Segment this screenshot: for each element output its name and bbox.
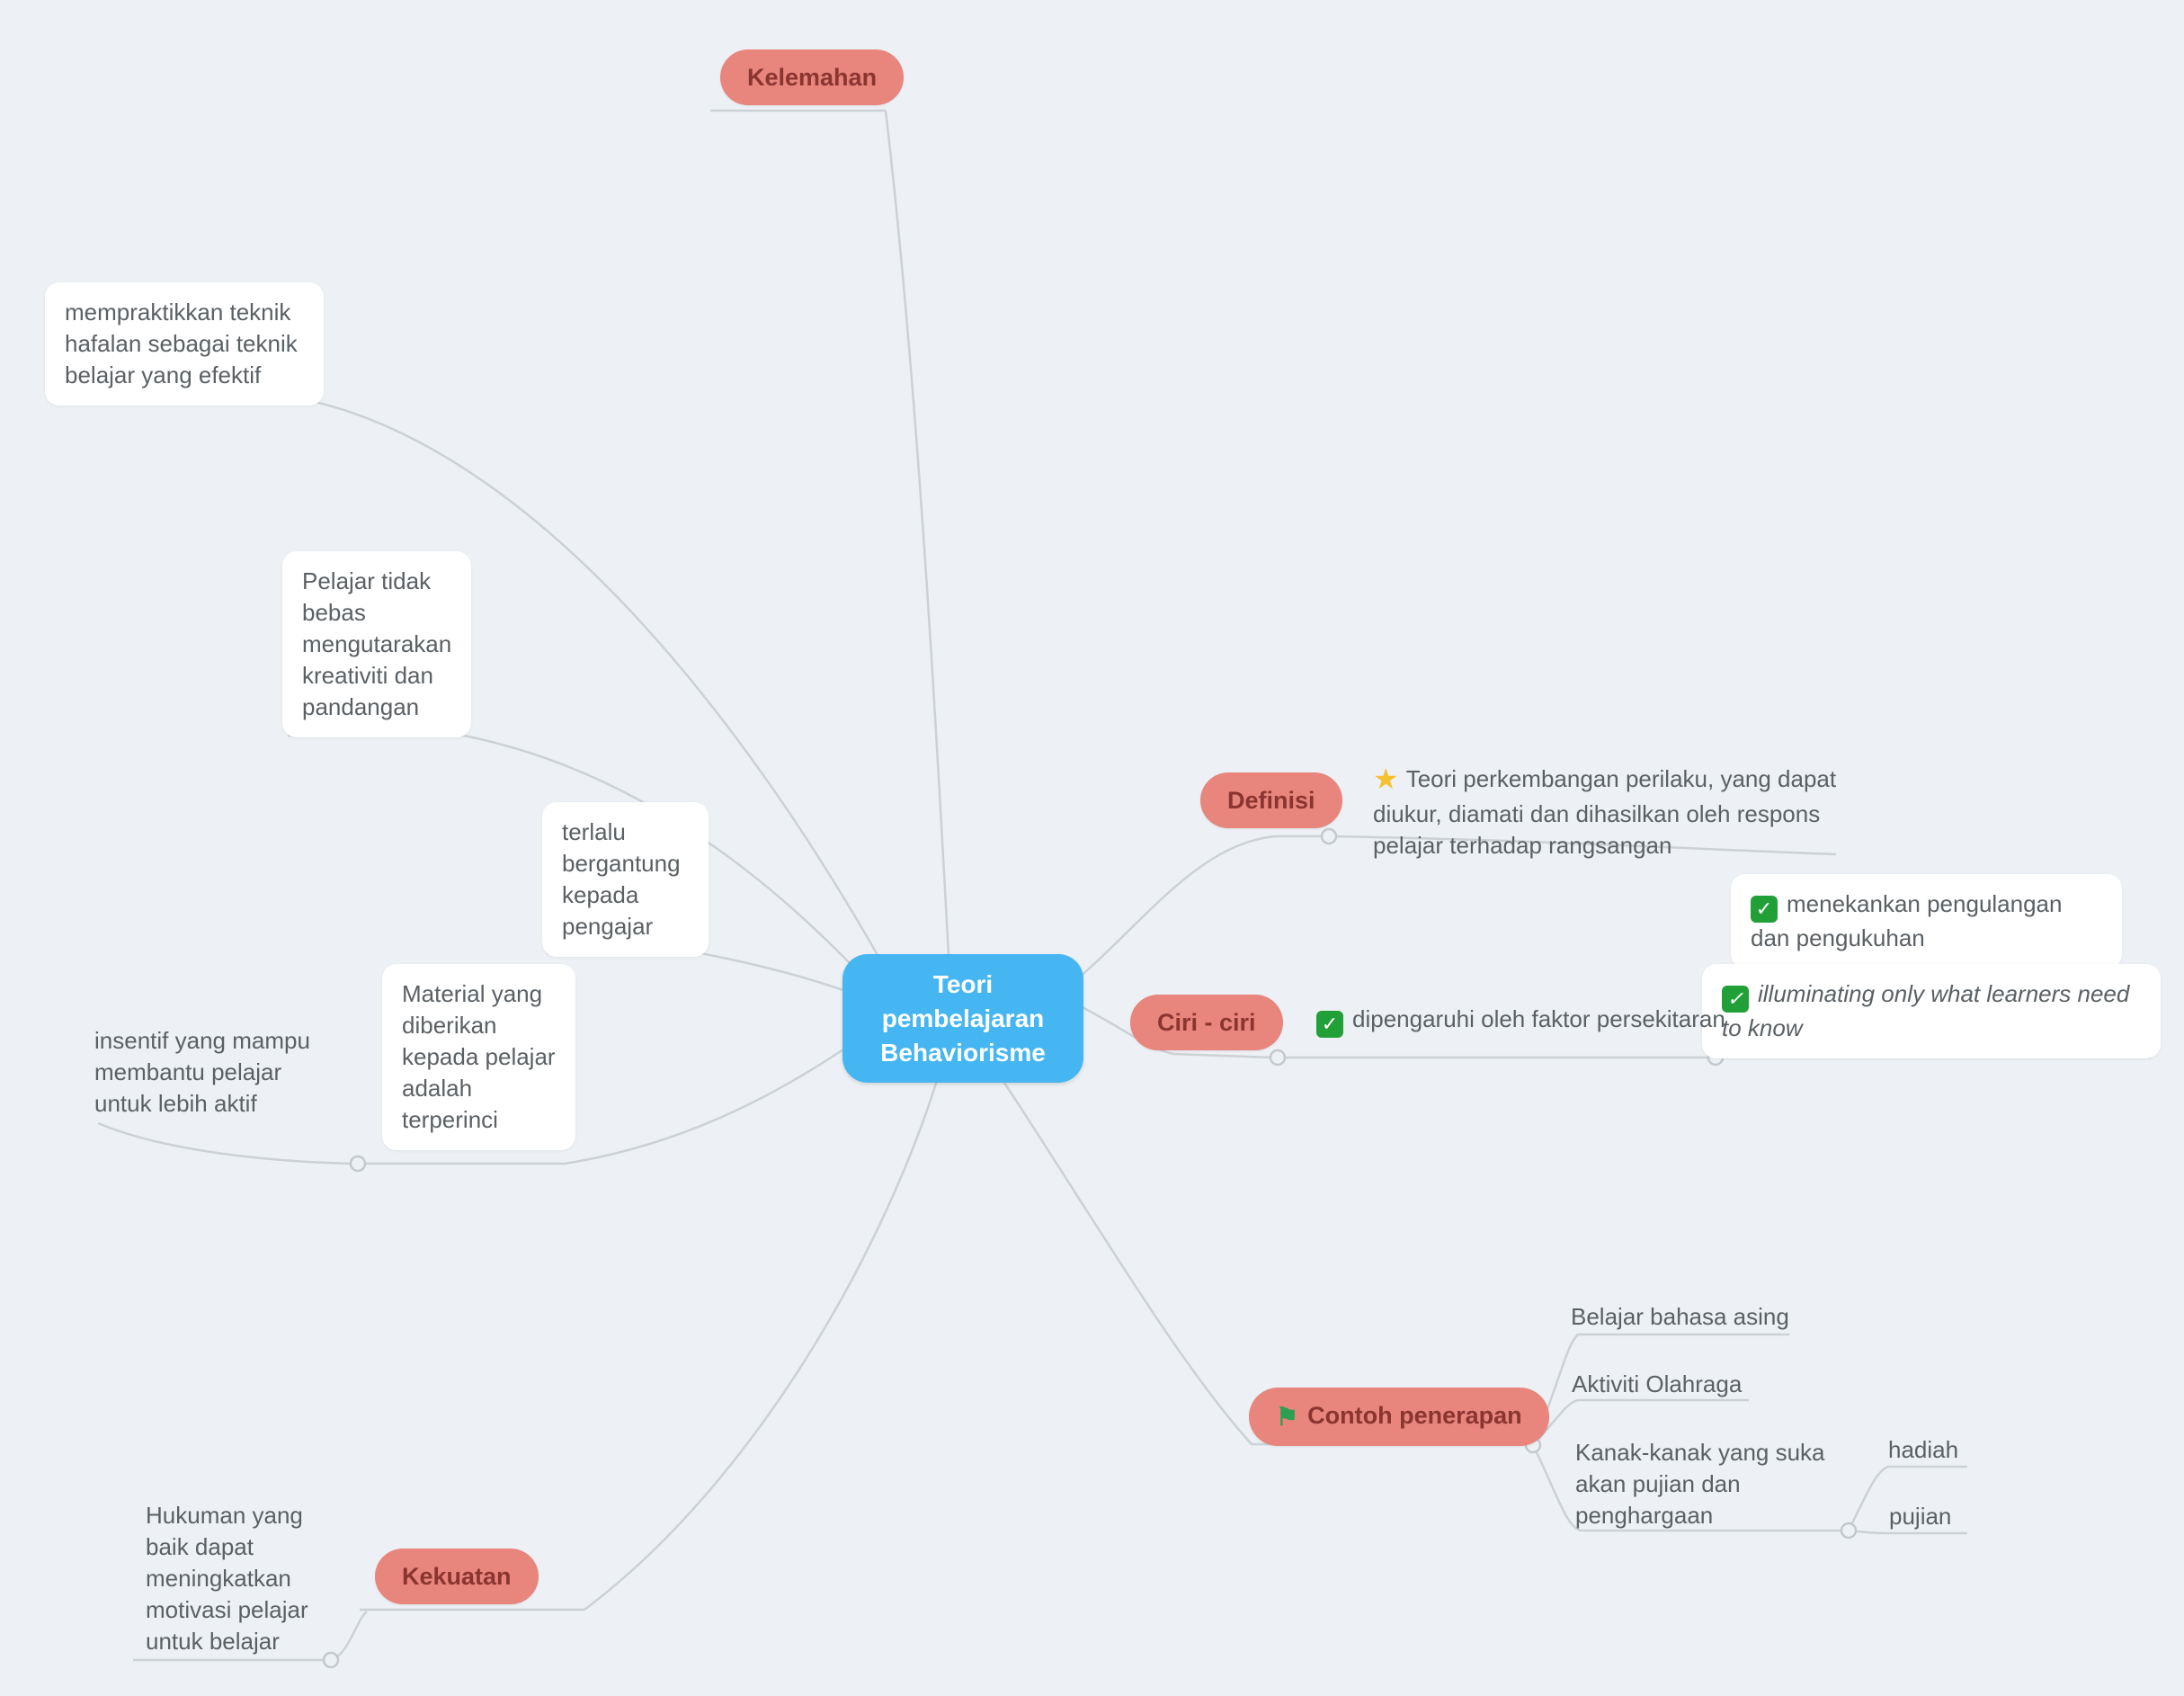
branch-kelemahan[interactable]: Kelemahan [720, 49, 905, 106]
branch-ciri-ciri[interactable]: Ciri - ciri [1130, 995, 1283, 1051]
branch-kekuatan[interactable]: Kekuatan [375, 1549, 539, 1605]
node-definisi-text[interactable]: ★Teori perkembangan perilaku, yang dapat… [1373, 760, 1863, 861]
node-contoh-subitem-pujian[interactable]: pujian [1889, 1503, 1952, 1530]
check-icon: ✓ [1316, 1011, 1343, 1038]
node-kelemahan-item-3[interactable]: terlalu bergantung kepada pengajar [542, 802, 709, 958]
branch-definisi[interactable]: Definisi [1200, 772, 1342, 829]
branch-contoh-penerapan[interactable]: ⚑ Contoh penerapan [1249, 1388, 1549, 1446]
center-node[interactable]: Teori pembelajaran Behaviorisme [842, 954, 1083, 1084]
node-contoh-item-1[interactable]: Belajar bahasa asing [1571, 1303, 1789, 1330]
node-ciri-item-1[interactable]: ✓menekankan pengulangan dan pengukuhan [1731, 874, 2122, 969]
node-kekuatan-item-3[interactable]: Material yang diberikan kepada pelajar a… [382, 964, 575, 1151]
contoh-label: Contoh penerapan [1307, 1402, 1522, 1429]
ciri-item-2-label: illuminating only what learners need to … [1722, 980, 2130, 1041]
node-kelemahan-item-1[interactable]: mempraktikkan teknik hafalan sebagai tek… [45, 282, 324, 406]
node-kelemahan-item-2[interactable]: Pelajar tidak bebas mengutarakan kreativ… [282, 551, 471, 738]
node-ciri-item-2[interactable]: ✓illuminating only what learners need to… [1702, 964, 2161, 1059]
ciri-item-1-label: menekankan pengulangan dan pengukuhan [1751, 890, 2063, 951]
node-kekuatan-item-1[interactable]: Hukuman yang baik dapat meningkatkan mot… [146, 1502, 308, 1656]
check-icon: ✓ [1751, 896, 1778, 923]
center-node-title-line2: Behaviorisme [880, 1038, 1046, 1067]
star-icon: ★ [1373, 763, 1399, 795]
flag-icon: ⚑ [1276, 1403, 1299, 1431]
node-contoh-item-2[interactable]: Aktiviti Olahraga [1572, 1370, 1743, 1397]
ciri-item-3-label: dipengaruhi oleh faktor persekitaran [1352, 1005, 1725, 1032]
node-contoh-subitem-hadiah[interactable]: hadiah [1888, 1436, 1959, 1463]
check-icon: ✓ [1722, 986, 1749, 1013]
node-ciri-item-3[interactable]: ✓ dipengaruhi oleh faktor persekitaran [1316, 1004, 1725, 1038]
node-kekuatan-item-2[interactable]: insentif yang mampu membantu pelajar unt… [94, 1027, 310, 1118]
node-contoh-item-3[interactable]: Kanak-kanak yang suka akan pujian dan pe… [1575, 1439, 1825, 1530]
definisi-text-label: Teori perkembangan perilaku, yang dapat … [1373, 765, 1837, 860]
center-node-title-line1: Teori pembelajaran [881, 970, 1045, 1032]
